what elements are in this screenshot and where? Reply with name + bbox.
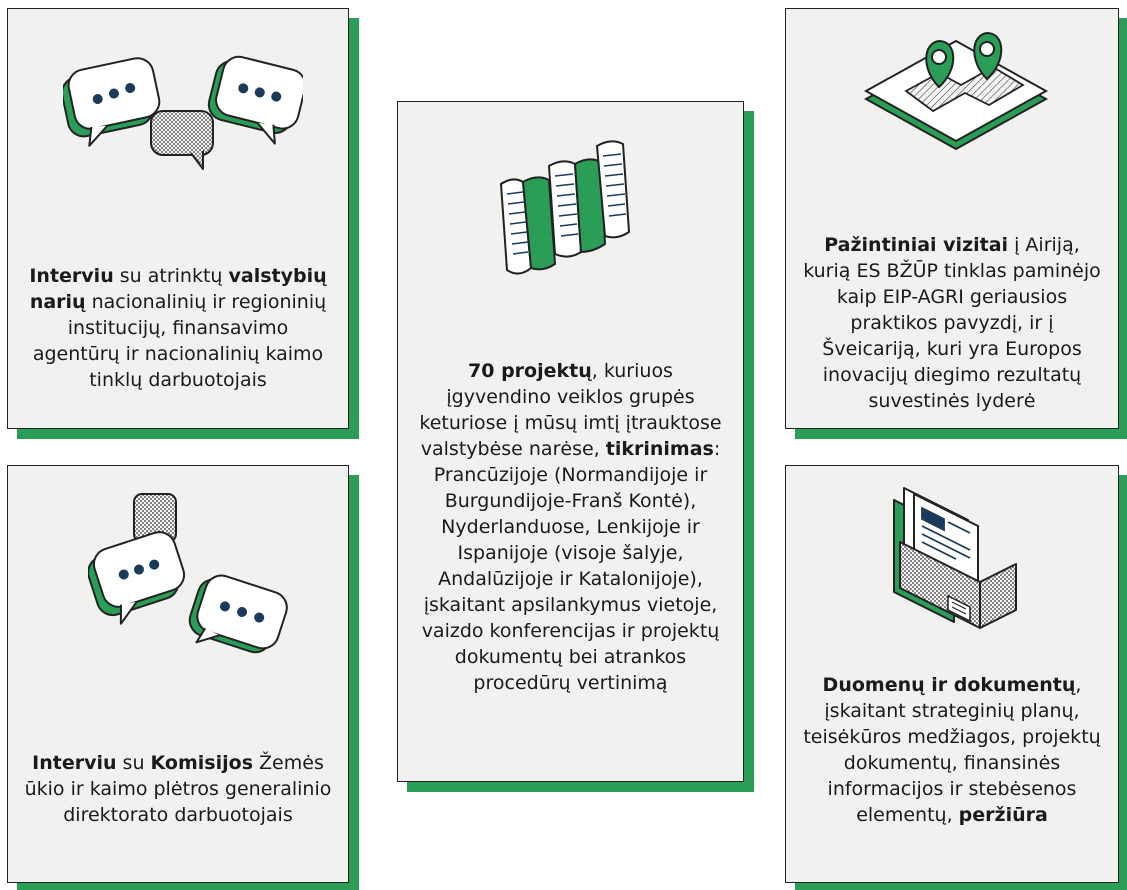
card-text: Pažintiniai vizitai į Airiją, kurią ES B… xyxy=(786,232,1118,414)
folder-documents-icon xyxy=(893,487,1017,629)
documents-scroll-icon xyxy=(500,140,630,275)
bold-text: tikrinimas xyxy=(605,438,714,460)
body-text: su xyxy=(116,752,151,774)
card-documents-review: Duomenų ir dokumentų, įskaitant strategi… xyxy=(785,465,1119,883)
bold-text: Interviu xyxy=(32,752,117,774)
body-text: : Prancūzijoje (Normandijoje ir Burgundi… xyxy=(421,438,721,694)
card-text: Interviu su Komisijos Žemės ūkio ir kaim… xyxy=(8,750,348,828)
card-text: 70 projektų, kuriuos įgyvendino veiklos … xyxy=(398,358,743,696)
body-text: į Airiją, kurią ES BŽŪP tinklas paminėjo… xyxy=(803,234,1101,412)
card-projects-review: 70 projektų, kuriuos įgyvendino veiklos … xyxy=(397,101,744,782)
map-pins-icon xyxy=(863,31,1049,151)
bold-text: valstybių narių xyxy=(29,265,327,313)
card-study-visits: Pažintiniai vizitai į Airiją, kurią ES B… xyxy=(785,8,1119,429)
card-text: Duomenų ir dokumentų, įskaitant strategi… xyxy=(786,672,1118,828)
bold-text: Pažintiniai vizitai xyxy=(824,234,1009,256)
body-text: su atrinktų xyxy=(113,265,229,287)
body-text: , įskaitant strateginių planų, teisėkūro… xyxy=(803,674,1101,826)
body-text: nacionalinių ir regioninių institucijų, … xyxy=(32,291,327,391)
bold-text: peržiūra xyxy=(958,804,1048,826)
card-interviews-commission: Interviu su Komisijos Žemės ūkio ir kaim… xyxy=(7,465,349,883)
bold-text: 70 projektų xyxy=(468,360,592,382)
card-interviews-member-states: Interviu su atrinktų valstybių narių nac… xyxy=(7,8,349,429)
bold-text: Komisijos xyxy=(150,752,253,774)
chat-bubbles-icon xyxy=(88,493,288,654)
chat-bubbles-icon xyxy=(63,55,303,170)
body-text: Žemės ūkio ir kaimo plėtros generalinio … xyxy=(24,752,332,826)
bold-text: Interviu xyxy=(29,265,114,287)
bold-text: Duomenų ir dokumentų xyxy=(822,674,1076,696)
card-text: Interviu su atrinktų valstybių narių nac… xyxy=(8,263,348,393)
body-text: , kuriuos įgyvendino veiklos grupės ketu… xyxy=(419,360,722,460)
